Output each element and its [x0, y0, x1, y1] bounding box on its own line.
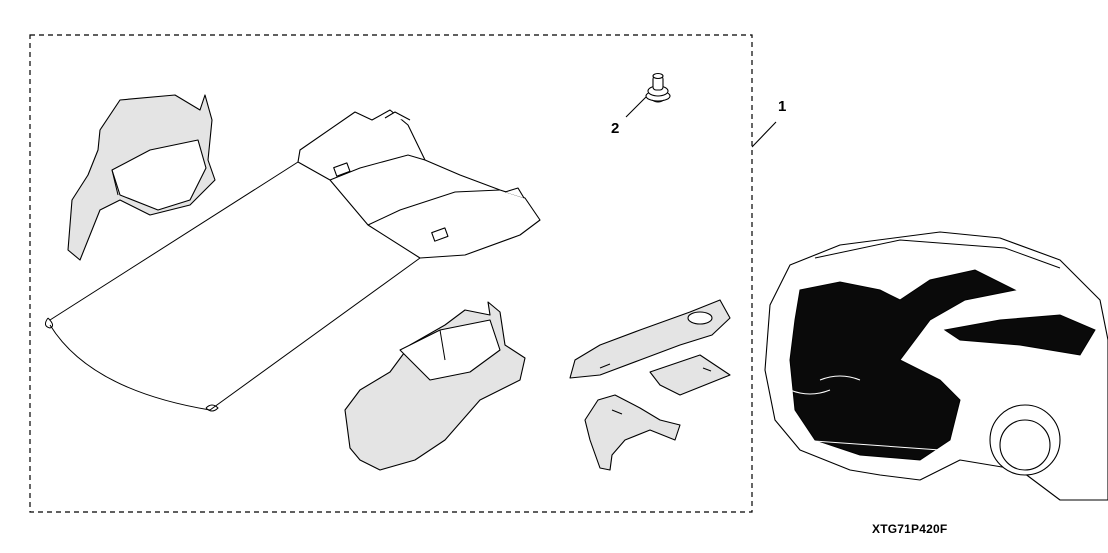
callout-2-leader — [625, 96, 647, 118]
right-side-trim-liner — [344, 301, 526, 471]
callout-2-label: 2 — [611, 120, 620, 137]
trim-panel-plates — [569, 299, 731, 471]
retaining-clip — [645, 72, 671, 103]
vehicle-rear-view — [764, 231, 1108, 501]
cargo-cover — [44, 161, 421, 412]
diagram-code: XTG71P420F — [872, 522, 948, 536]
kit-boundary-dashed-box — [29, 34, 753, 513]
callout-1-leader — [751, 121, 777, 148]
cargo-floor-mat — [297, 109, 541, 259]
left-side-trim-liner — [67, 94, 216, 261]
callout-1-label: 1 — [778, 98, 787, 115]
